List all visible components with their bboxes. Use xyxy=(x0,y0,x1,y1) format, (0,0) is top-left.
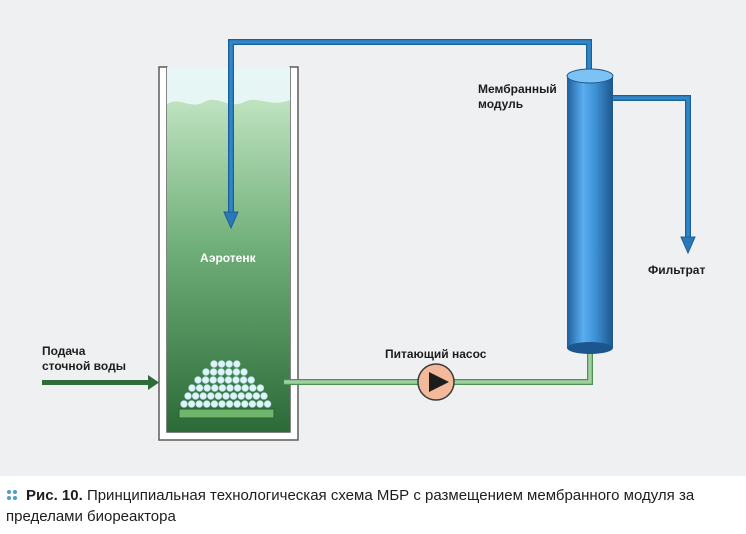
pump-icon xyxy=(417,363,455,401)
bubble xyxy=(210,400,219,408)
aerator-plate xyxy=(178,408,275,419)
bubble xyxy=(180,400,188,408)
bubble xyxy=(203,384,211,392)
bubble xyxy=(188,384,196,392)
mbr-diagram: Мембранный модуль Аэротенк Подача сточно… xyxy=(42,39,705,441)
return-pipe xyxy=(223,39,592,230)
diagram-panel: Мембранный модуль Аэротенк Подача сточно… xyxy=(0,0,746,476)
bubble xyxy=(240,368,248,376)
bubble xyxy=(195,384,204,392)
figure-number: Рис. 10. xyxy=(26,487,83,504)
tank-liquid xyxy=(167,99,290,432)
bubble xyxy=(241,400,249,408)
aerotank-label: Аэротенк xyxy=(200,251,257,265)
bubble xyxy=(217,376,225,384)
bubble xyxy=(226,384,234,392)
bubble xyxy=(222,392,230,400)
feed-label-1: Подача xyxy=(42,344,86,358)
bubble xyxy=(209,368,218,376)
bubble xyxy=(214,392,223,400)
bubble xyxy=(184,392,192,400)
bubble xyxy=(211,384,219,392)
bubble xyxy=(194,376,202,384)
bubble xyxy=(260,392,268,400)
filtrate-label: Фильтрат xyxy=(648,263,705,277)
bubble xyxy=(241,384,249,392)
bubble xyxy=(224,376,233,384)
bubble xyxy=(233,360,241,368)
feed-label-2: сточной воды xyxy=(42,359,126,373)
bubble xyxy=(229,392,238,400)
bubble xyxy=(209,376,217,384)
bubble xyxy=(210,360,218,368)
bubble xyxy=(217,368,225,376)
bubble xyxy=(195,400,203,408)
bubble xyxy=(225,360,233,368)
figure-caption: Рис. 10. Принципиальная технологическая … xyxy=(6,485,742,527)
bubble xyxy=(207,392,215,400)
bubble xyxy=(256,400,264,408)
bubble xyxy=(233,384,242,392)
bubble xyxy=(203,400,211,408)
bubble xyxy=(218,400,226,408)
membrane-module-label-2: модуль xyxy=(478,97,523,111)
caption-text: Принципиальная технологическая схема МБР… xyxy=(6,487,695,525)
bubble xyxy=(239,376,248,384)
bubble xyxy=(218,384,227,392)
bubble xyxy=(245,392,253,400)
dots-marker-icon xyxy=(6,489,18,501)
feed-arrow xyxy=(42,375,159,390)
aeration-bubbles xyxy=(180,360,272,408)
bubble xyxy=(202,368,210,376)
bubble xyxy=(225,368,233,376)
bubble xyxy=(233,400,241,408)
pump-label: Питающий насос xyxy=(385,347,487,361)
bubble xyxy=(191,392,200,400)
membrane-module xyxy=(566,68,614,354)
bubble xyxy=(232,368,241,376)
membrane-module-label-1: Мембранный xyxy=(478,82,557,96)
bubble xyxy=(252,392,261,400)
bubble xyxy=(201,376,210,384)
bubble xyxy=(256,384,265,392)
bubble xyxy=(237,392,245,400)
bubble xyxy=(249,384,257,392)
bubble xyxy=(232,376,240,384)
bubble xyxy=(247,376,255,384)
bubble xyxy=(263,400,272,408)
bubble xyxy=(199,392,207,400)
bubble xyxy=(187,400,196,408)
bubble xyxy=(248,400,257,408)
feed-pipe-to-membrane xyxy=(284,350,593,385)
bubble xyxy=(217,360,226,368)
filtrate-pipe xyxy=(613,95,696,255)
bubble xyxy=(225,400,234,408)
